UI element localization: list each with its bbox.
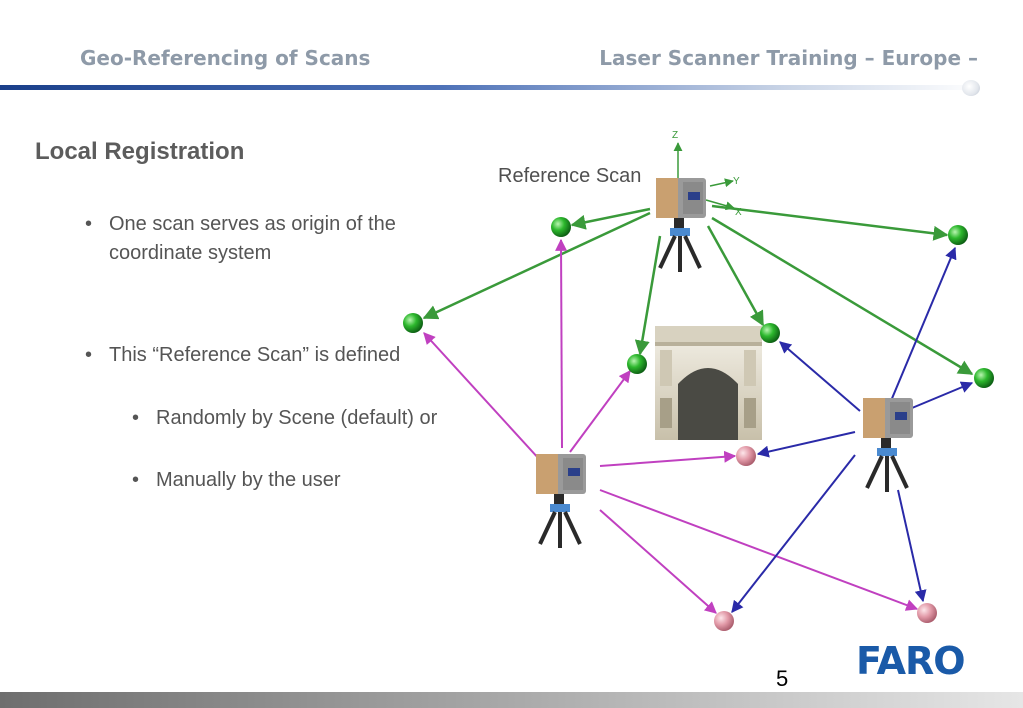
page-number: 5 [776,666,789,691]
axis-x-label: X [735,207,742,218]
bullet-text: One scan serves as origin of the coordin… [109,213,396,264]
green-arrows [422,204,974,376]
bullet-dot: • [132,469,140,491]
coordinate-axes: Z Y X [672,130,742,218]
green-target [974,368,994,388]
header-divider-knob [962,80,980,96]
green-targets [403,217,994,388]
axis-z-label: Z [672,130,678,141]
bullet-item: • This “Reference Scan” is defined [85,341,439,370]
footer-bar [0,692,1023,708]
scanner-right-icon [861,396,915,494]
green-target [948,225,968,245]
green-target [551,217,571,237]
sub-bullet-item: • Manually by the user [132,466,476,495]
bullet-dot: • [132,407,140,429]
pink-targets [714,446,937,631]
bullet-dot: • [85,344,93,366]
faro-logo-text: FARO [856,640,965,680]
magenta-arrows [423,238,919,614]
bullet-item: • One scan serves as origin of the coord… [85,210,469,268]
arc-de-triomphe-icon [655,326,762,440]
header-left-title: Geo-Referencing of Scans [80,46,371,70]
green-target [627,354,647,374]
reference-scan-label: Reference Scan [498,165,642,187]
green-target [760,323,780,343]
axis-y-label: Y [733,176,740,187]
faro-logo: FARO [856,640,966,680]
bullet-dot: • [85,213,93,235]
sub-bullet-text: Manually by the user [156,469,341,491]
sub-bullet-text: Randomly by Scene (default) or [156,407,438,429]
header-right-title: Laser Scanner Training – Europe – [599,46,978,70]
green-target [403,313,423,333]
bullet-text: This “Reference Scan” is defined [109,344,401,366]
pink-target [917,603,937,623]
scanner-left-icon [534,452,588,550]
blue-arrows [731,246,974,613]
pink-target [736,446,756,466]
sub-bullet-item: • Randomly by Scene (default) or [132,404,476,433]
slide-title: Local Registration [35,138,245,165]
reference-scanner-icon [654,176,708,274]
pink-target [714,611,734,631]
header-divider [0,85,982,90]
